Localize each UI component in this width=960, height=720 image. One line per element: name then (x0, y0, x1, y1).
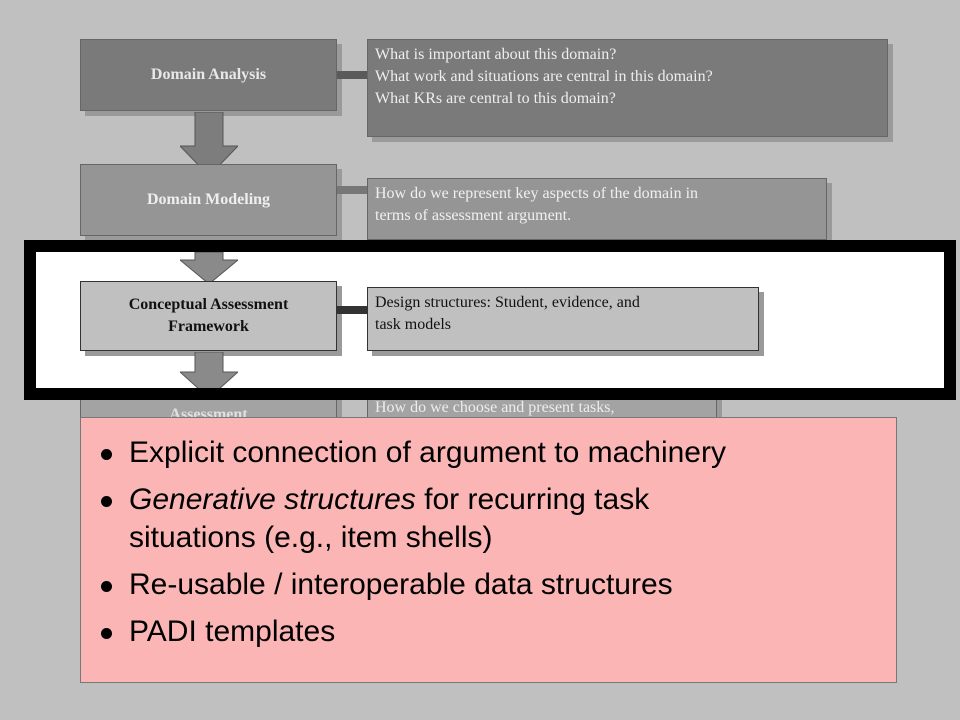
bullet-item: Generative structures for recurring task… (101, 481, 876, 557)
connector-2 (337, 186, 367, 194)
bullet-text: Explicit connection of argument to machi… (129, 436, 726, 469)
down-arrow-icon (180, 352, 238, 388)
stage-conceptual-assessment-framework: Conceptual Assessment Framework (80, 281, 337, 351)
question-text: How do we choose and present tasks, (375, 399, 615, 416)
question-text: Design structures: Student, evidence, an… (375, 294, 640, 311)
bullet-dot-icon (101, 581, 112, 592)
connector-1 (337, 71, 367, 79)
bullet-dot-icon (101, 449, 112, 460)
bullet-dot-icon (101, 628, 112, 639)
questions-domain-analysis: What is important about this domain? Wha… (367, 39, 888, 137)
down-arrow-icon (180, 252, 238, 284)
bullet-text: for recurring task (415, 483, 650, 516)
bullet-item: Explicit connection of argument to machi… (101, 434, 876, 472)
stage-domain-modeling: Domain Modeling (80, 164, 337, 236)
stage-label: Domain Modeling (146, 191, 271, 208)
bullet-dot-icon (101, 496, 112, 507)
question-text: task models (375, 316, 451, 333)
bullet-item: PADI templates (101, 613, 876, 651)
questions-domain-modeling: How do we represent key aspects of the d… (367, 178, 827, 240)
question-text: terms of assessment argument. (375, 207, 572, 224)
questions-cap: Design structures: Student, evidence, an… (367, 287, 759, 351)
question-text: What is important about this domain? (375, 46, 617, 63)
bullet-text: PADI templates (129, 615, 336, 648)
stage-label: Domain Analysis (150, 66, 267, 83)
bullet-text-line2: situations (e.g., item shells) (129, 521, 493, 554)
question-text: What work and situations are central in … (375, 68, 713, 85)
down-arrow-icon (180, 112, 238, 176)
stage-domain-analysis: Domain Analysis (80, 39, 337, 111)
bullet-panel: Explicit connection of argument to machi… (80, 417, 897, 683)
stage-label-line2: Framework (168, 318, 249, 335)
question-text: What KRs are central to this domain? (375, 90, 616, 107)
connector-3 (337, 306, 367, 314)
question-text: How do we represent key aspects of the d… (375, 185, 699, 202)
bullet-text-italic: Generative structures (129, 483, 416, 516)
bullet-item: Re-usable / interoperable data structure… (101, 566, 876, 604)
stage-label-line1: Conceptual Assessment (128, 296, 289, 313)
bullet-text: Re-usable / interoperable data structure… (129, 568, 673, 601)
